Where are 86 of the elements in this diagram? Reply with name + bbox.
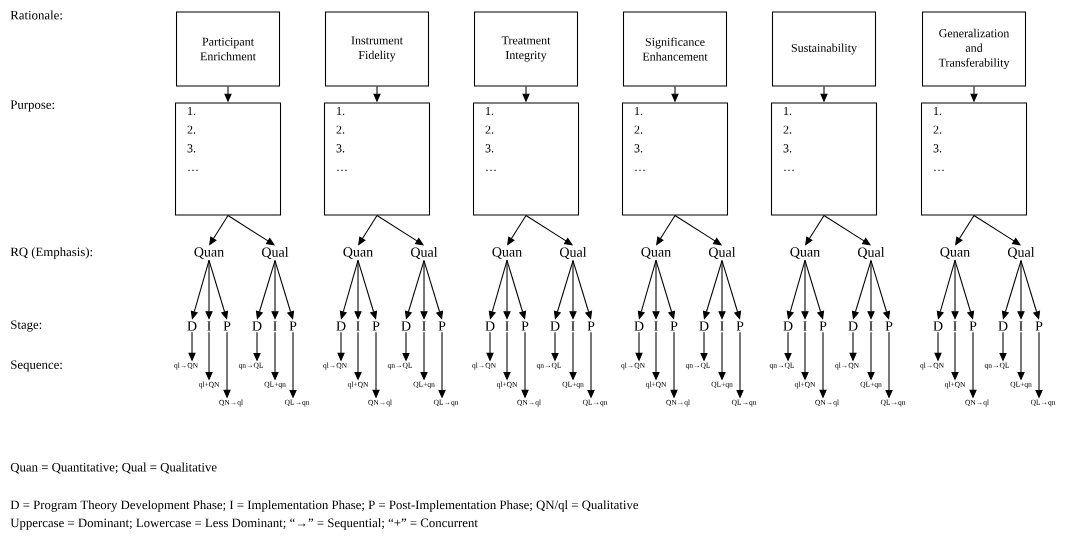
stage-label: I [720,321,724,331]
emphasis-label: Quan [790,247,820,259]
stage-label: P [587,321,595,331]
arrow [208,259,229,320]
arrow [674,215,722,246]
stage-label: P [819,321,827,331]
arrow [721,260,742,320]
stage-label: D [485,321,495,331]
stage-label: D [998,321,1008,331]
purpose-box: 1. 2. 3. … [174,102,282,216]
stage-label: D [783,321,793,331]
rationale-box: Instrument Fidelity [324,11,430,87]
purpose-box: 1. 2. 3. … [472,102,580,216]
arrow [525,215,573,246]
arrow [655,259,676,320]
stage-label: P [670,321,678,331]
stage-label: P [736,321,744,331]
stage-label: I [207,321,211,331]
stage-label: P [885,321,893,331]
row-label: Purpose: [10,100,55,112]
purpose-box: 1. 2. 3. … [621,102,729,216]
stage-label: P [521,321,529,331]
stage-label: P [289,321,297,331]
arrow [823,215,871,246]
stage-label: I [571,321,575,331]
arrow [954,259,975,320]
purpose-box: 1. 2. 3. … [770,102,878,216]
arrow [804,259,825,320]
row-label: Stage: [11,320,42,332]
stage-label: D [699,321,709,331]
stage-label: I [356,321,360,331]
rationale-box: Treatment Integrity [473,11,579,87]
arrow [506,259,527,320]
emphasis-label: Qual [708,247,736,259]
stage-label: I [1019,321,1023,331]
arrow [357,259,378,320]
rationale-box: Participant Enrichment [175,11,281,87]
stage-label: I [273,321,277,331]
row-label: RQ (Emphasis): [10,247,93,259]
stage-label: D [401,321,411,331]
emphasis-label: Qual [410,247,438,259]
note-text: D = Program Theory Development Phase; I = Implementation Phase; P = Post-Implementation Phase; QN/ql = Qualitative [10,500,639,512]
stage-label: P [1035,321,1043,331]
stage-label: D [550,321,560,331]
row-label: Sequence: [11,360,62,372]
arrow [870,260,891,320]
note-text: Uppercase = Dominant; Lowercase = Less Dominant; “→” = Sequential; “+” = Concurrent [10,518,478,530]
stage-label: P [372,321,380,331]
stage-label: D [848,321,858,331]
emphasis-label: Quan [343,247,373,259]
purpose-box: 1. 2. 3. … [323,102,431,216]
emphasis-label: Quan [194,247,224,259]
arrow [1020,260,1041,320]
stage-label: P [969,321,977,331]
stage-label: D [252,321,262,331]
arrow [227,215,275,246]
purpose-box: 1. 2. 3. … [920,102,1028,216]
stage-label: D [634,321,644,331]
stage-label: I [803,321,807,331]
stage-label: P [438,321,446,331]
rationale-box: Generalization and Transferability [921,11,1027,87]
stage-label: I [953,321,957,331]
emphasis-label: Qual [1007,247,1035,259]
stage-label: D [933,321,943,331]
rationale-box: Sustainability [771,11,877,87]
stage-label: I [869,321,873,331]
stage-label: I [422,321,426,331]
arrow [376,215,424,246]
arrow [274,260,295,320]
stage-label: P [223,321,231,331]
stage-label: D [336,321,346,331]
emphasis-label: Quan [492,247,522,259]
emphasis-label: Quan [641,247,671,259]
emphasis-label: Qual [559,247,587,259]
emphasis-label: Quan [940,247,970,259]
emphasis-label: Qual [261,247,289,259]
rationale-box: Significance Enhancement [622,11,728,87]
arrow [572,260,593,320]
note-text: Quan = Quantitative; Qual = Qualitative [10,462,217,474]
stage-label: I [505,321,509,331]
arrow [973,215,1021,246]
stage-label: D [187,321,197,331]
emphasis-label: Qual [857,247,885,259]
stage-label: I [654,321,658,331]
arrow [423,260,444,320]
row-label: Rationale: [10,10,62,20]
